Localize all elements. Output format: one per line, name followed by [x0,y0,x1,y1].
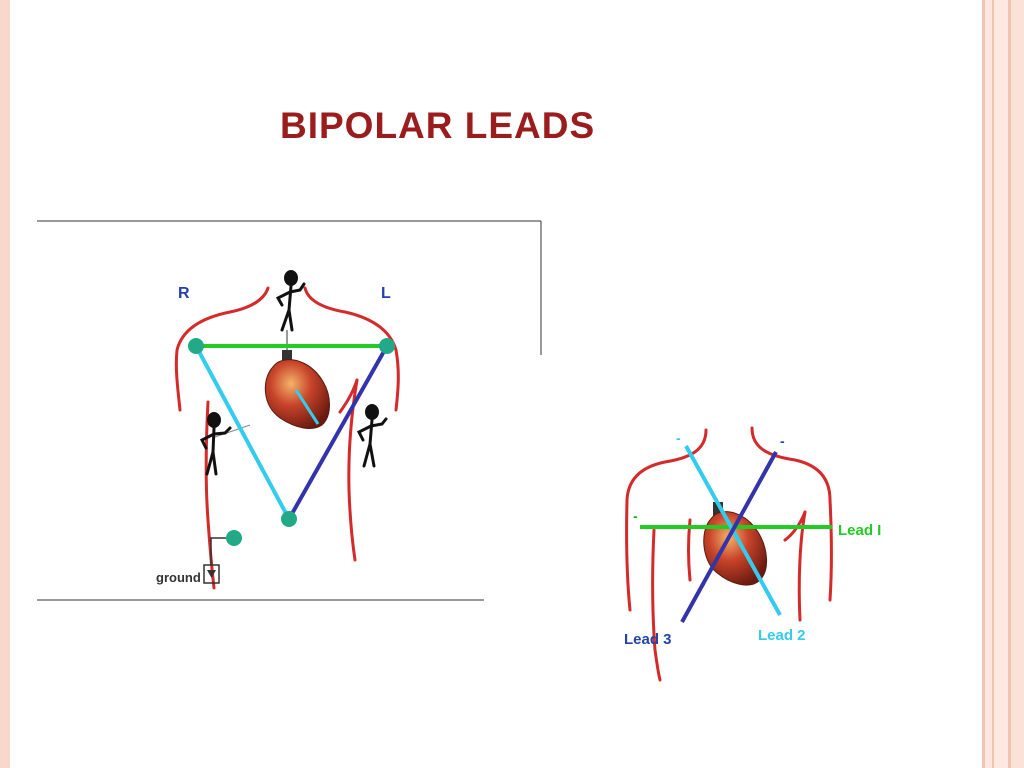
slide-title: BIPOLAR LEADS [280,105,596,146]
slide-border-right [978,0,1024,768]
minus-sign-lead-2: - [676,430,681,446]
lead-iii-line-right [680,451,778,623]
stick-figure-top [275,270,306,332]
label-l: L [381,285,391,302]
lead-i-label: Lead I [838,522,881,539]
electrode-right-arm [188,338,204,354]
left-figure: ground R L [37,220,542,601]
heart-vector-arrow [294,389,320,425]
wire-2 [214,424,251,438]
heart-image-left [264,350,330,429]
right-figure: - - - Lead I Lead 2 Lead 3 [624,426,881,682]
stick-figure-right [356,404,388,468]
stick-figure-left [199,412,232,476]
electrode-ground [226,530,242,546]
lead-2-label: Lead 2 [758,627,806,644]
electrode-left-leg [281,511,297,527]
slide-border-left [0,0,10,768]
electrode-left-arm [379,338,395,354]
minus-sign-lead-3: - [780,433,785,449]
lead-iii-line-left [287,345,389,520]
label-r: R [178,285,190,302]
minus-sign-lead-1: - [633,508,638,524]
ground-wire [210,537,226,565]
ground-label: ground [156,570,201,585]
lead-ii-line-left [194,345,291,520]
lead-3-label: Lead 3 [624,631,672,648]
ground-symbol-icon [203,564,220,584]
